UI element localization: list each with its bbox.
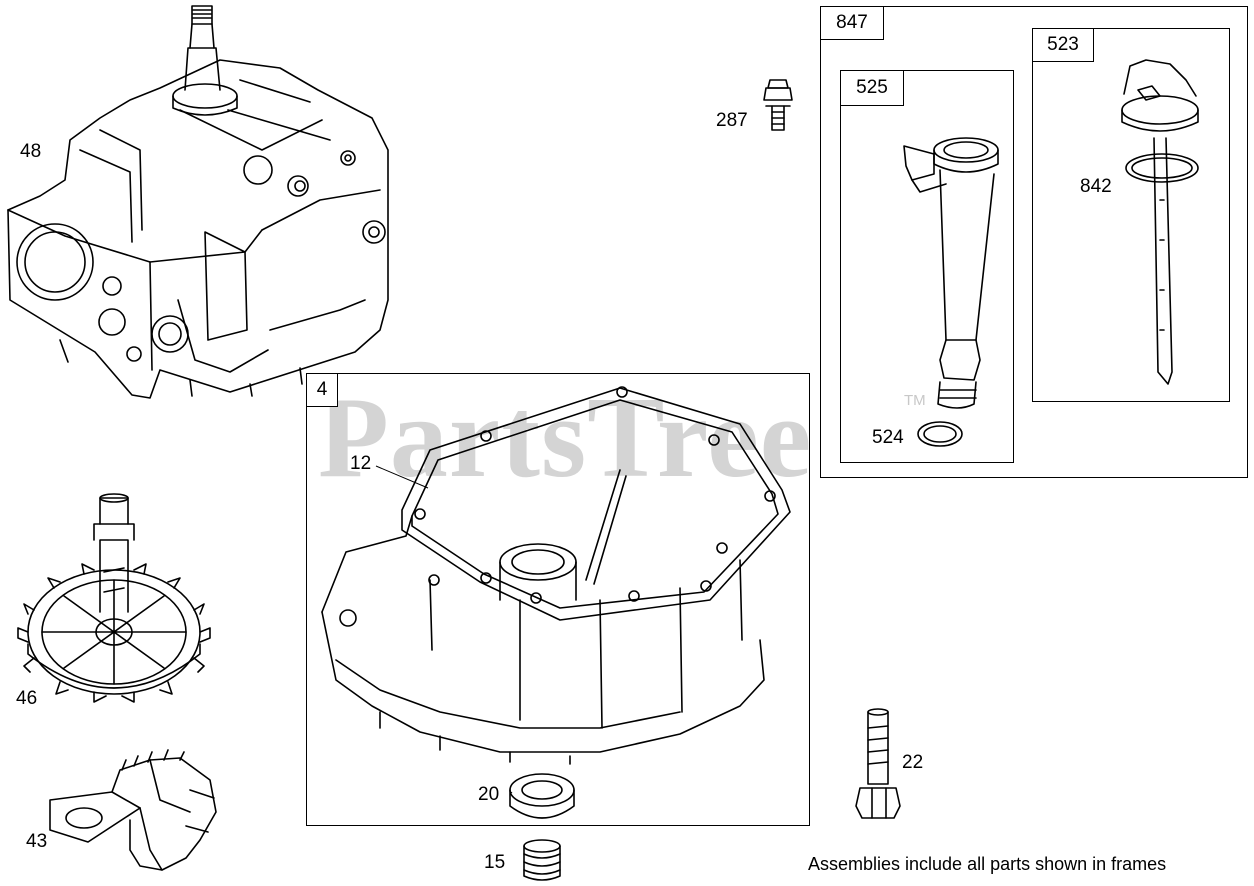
frame-847	[820, 6, 1248, 478]
camshaft-gear-drawing	[17, 493, 211, 703]
part-label-524[interactable]: 524	[872, 427, 904, 448]
governor-drawing	[49, 749, 217, 871]
plug-drawing	[523, 839, 561, 881]
part-label-287[interactable]: 287	[716, 110, 748, 131]
frame-tag-847: 847	[820, 6, 884, 40]
watermark-trademark: TM	[904, 392, 926, 409]
part-label-43[interactable]: 43	[26, 831, 48, 852]
assemblies-note: Assemblies include all parts shown in fr…	[808, 854, 1167, 874]
part-label-22[interactable]: 22	[902, 752, 924, 773]
part-label-20[interactable]: 20	[478, 784, 500, 805]
seal-drawing	[509, 773, 575, 819]
oring-524-drawing	[917, 421, 963, 447]
sump-drawing	[321, 386, 791, 765]
dipstick-tube-drawing	[903, 137, 999, 409]
dipstick-drawing	[1121, 59, 1199, 385]
frame-4	[306, 373, 810, 826]
part-label-842[interactable]: 842	[1080, 176, 1112, 197]
oring-842-drawing	[1125, 153, 1199, 183]
frame-tag-4: 4	[306, 373, 338, 407]
frame-523	[1032, 28, 1230, 402]
part-label-46[interactable]: 46	[16, 688, 38, 709]
engine-block-drawing	[7, 5, 389, 399]
frame-tag-525: 525	[840, 70, 904, 106]
bolt-22-drawing	[855, 708, 901, 819]
frame-525	[840, 70, 1014, 463]
frame-tag-523: 523	[1032, 28, 1094, 62]
leader-lines	[375, 465, 513, 795]
part-label-15[interactable]: 15	[484, 852, 506, 873]
part-label-12[interactable]: 12	[350, 453, 372, 474]
part-label-48[interactable]: 48	[20, 141, 42, 162]
watermark: PartsTree	[318, 374, 813, 502]
bolt-287-drawing	[763, 79, 793, 131]
